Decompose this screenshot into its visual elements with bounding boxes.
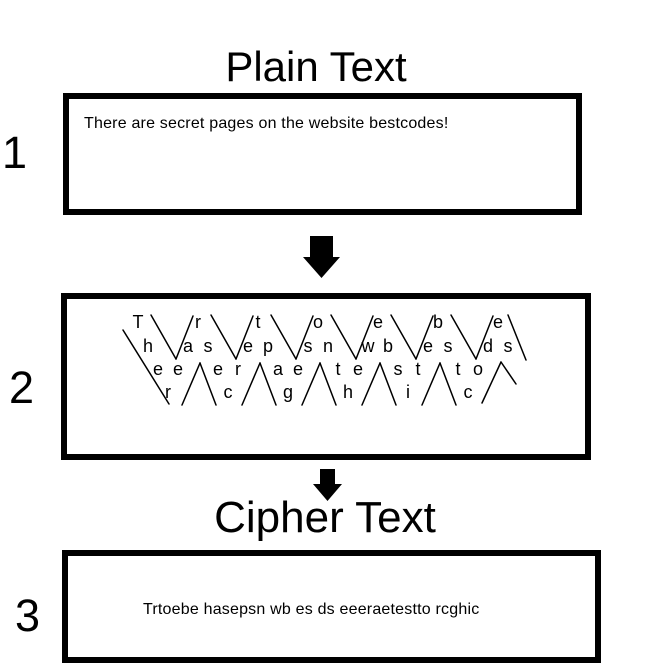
down-arrow-icon [303,236,340,278]
plain-text-box: There are secret pages on the website be… [63,93,582,215]
rail-fence-box [61,293,591,460]
step-2-label: 2 [9,362,35,413]
cipher-text-title: Cipher Text [214,493,436,542]
plain-text-title: Plain Text [225,43,407,90]
step-1-label: 1 [2,127,28,178]
cipher-text-content: Trtoebe hasepsn wb es ds eeeraetestto rc… [143,601,480,618]
step-3-label: 3 [15,590,41,641]
down-arrow-icon [313,469,342,501]
cipher-text-box: Trtoebe hasepsn wb es ds eeeraetestto rc… [62,550,601,663]
plain-text-content: There are secret pages on the website be… [84,115,449,132]
